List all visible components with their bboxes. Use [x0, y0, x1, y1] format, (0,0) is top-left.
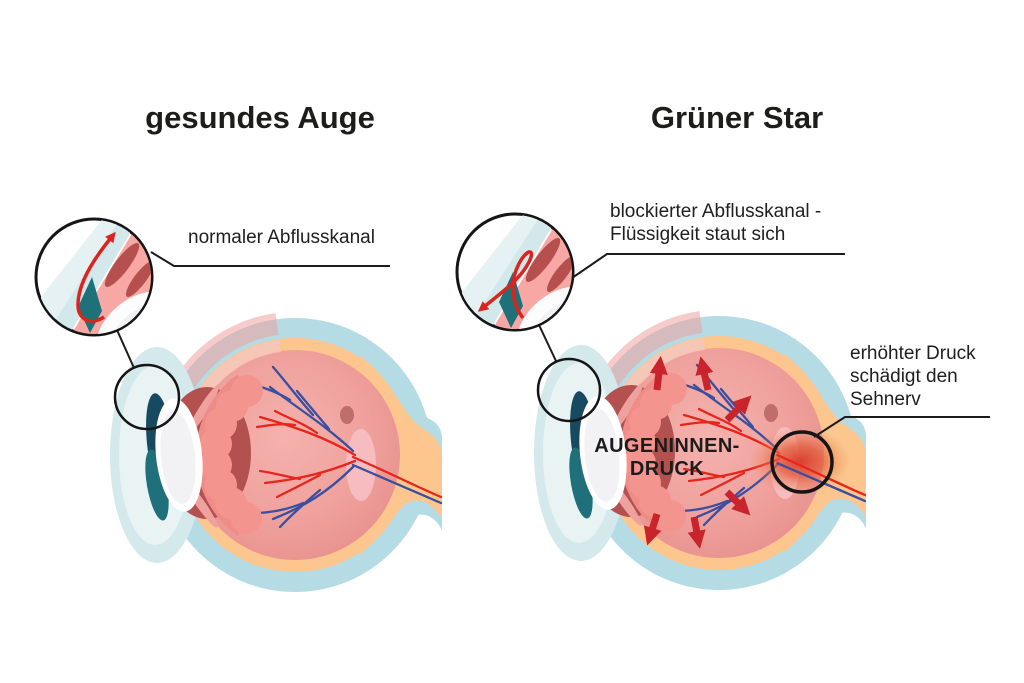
pressure-label-line1: AUGENINNEN-: [594, 435, 740, 457]
label-blocked-line2: Flüssigkeit staut sich: [610, 224, 785, 245]
healthy-eye-panel: gesundes Auge normaler Abflusskanal: [24, 100, 442, 592]
callout-line-canal: [150, 251, 390, 267]
magnifier-connector: [116, 329, 135, 369]
pressure-label-line2: DRUCK: [630, 458, 704, 480]
focus-circle: [536, 357, 602, 423]
damage-circle: [770, 430, 834, 494]
callout-line-blocked: [571, 253, 845, 279]
glaucoma-title: Grüner Star: [651, 100, 823, 135]
label-nerve-line2: schädigt den: [850, 366, 958, 387]
label-blocked-line1: blockierter Abflusskanal -: [610, 201, 821, 222]
healthy-magnifier: [24, 207, 195, 386]
callout-line-nerve: [813, 416, 990, 438]
glaucoma-magnifier: [445, 202, 616, 381]
nerve-damage-glow: [750, 427, 850, 495]
blocked-flow-arrow: [477, 250, 534, 320]
label-nerve-line1: erhöhter Druck: [850, 343, 976, 364]
glaucoma-eye-panel: Grüner Star AUGENINNEN- DRUCK block: [445, 100, 990, 590]
focus-circle: [113, 363, 181, 431]
label-nerve-line3: Sehnerv: [850, 389, 921, 410]
fluid-flow-arrow: [76, 231, 116, 323]
label-normal-canal: normaler Abflusskanal: [188, 227, 375, 248]
healthy-eyeball: [110, 318, 442, 592]
pressure-arrows: [643, 355, 752, 549]
magnifier-connector: [538, 324, 557, 362]
nerve-vessel-red: [776, 453, 866, 497]
healthy-title: gesundes Auge: [145, 100, 375, 135]
